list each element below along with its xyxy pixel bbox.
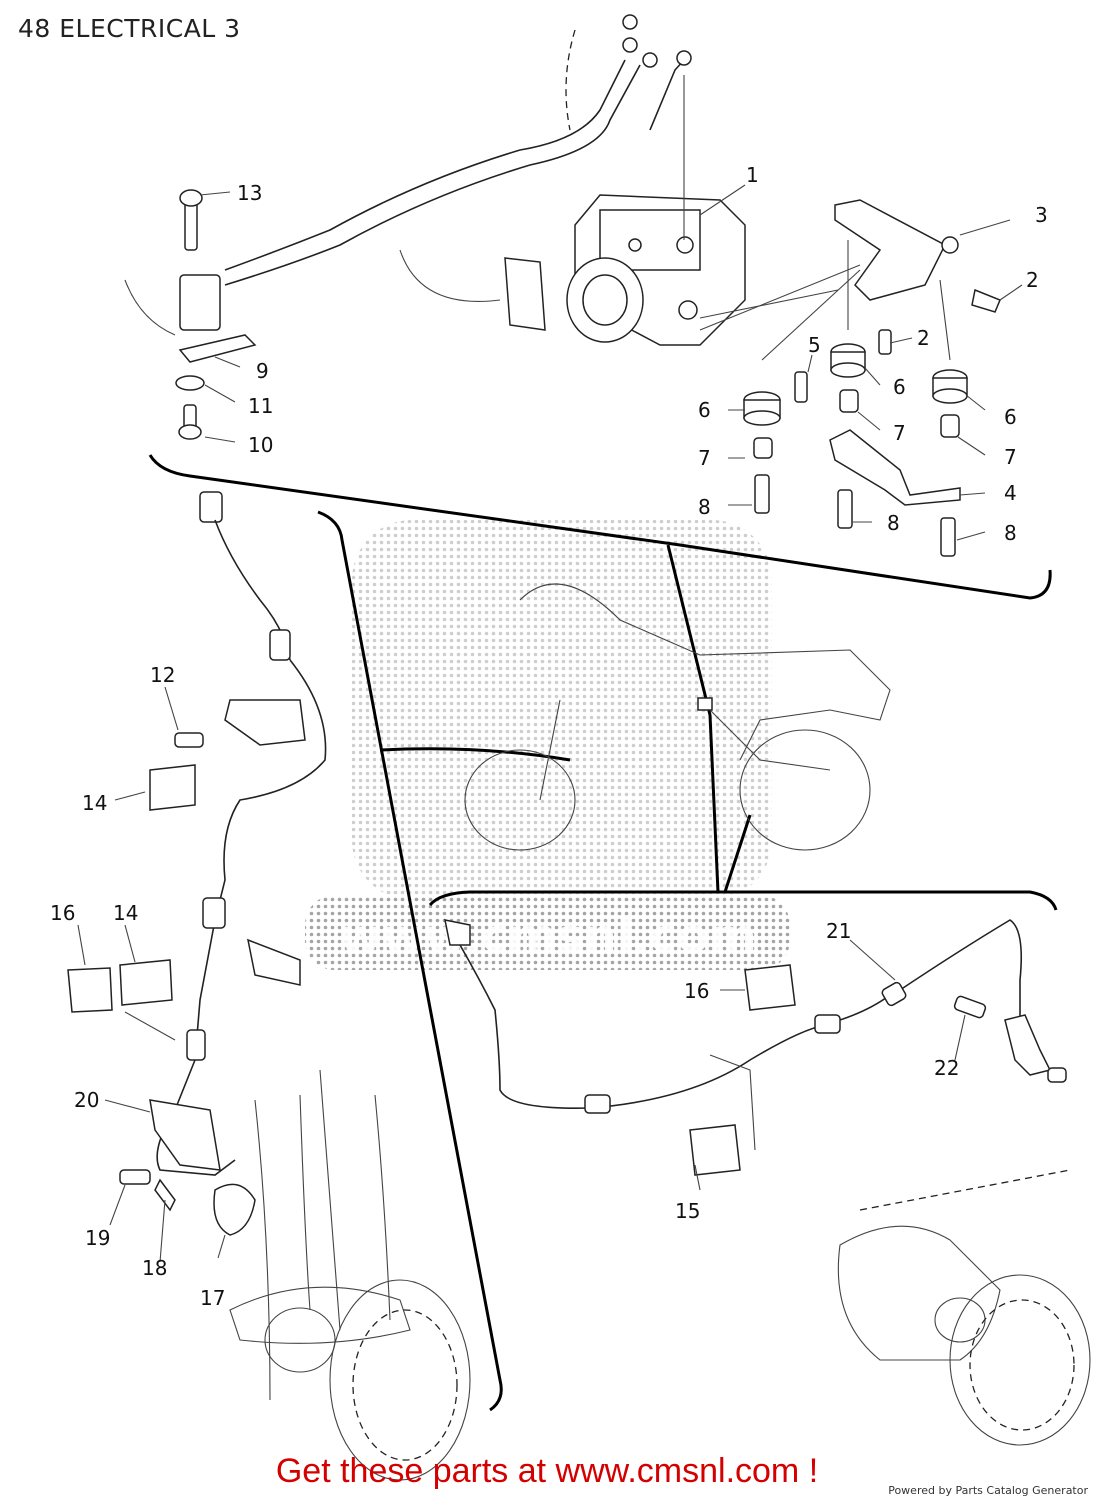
callout-16a: 16 [50, 901, 75, 925]
callout-18: 18 [142, 1256, 167, 1280]
front-wheel-sensor-lead [156, 491, 327, 1236]
callout-6a: 6 [698, 398, 711, 422]
callout-22: 22 [934, 1056, 959, 1080]
callout-13: 13 [237, 181, 262, 205]
callout-10: 10 [248, 433, 273, 457]
callout-19: 19 [85, 1226, 110, 1250]
callout-14b: 14 [113, 901, 138, 925]
watermark-logo: www.cmsnl.com [305, 520, 790, 970]
callout-2b: 2 [917, 326, 930, 350]
callout-7a: 7 [698, 446, 711, 470]
rear-caliper-disc [837, 1169, 1091, 1446]
callout-labels: 1 2 2 3 4 5 6 6 6 7 7 7 8 8 8 9 10 11 12… [50, 163, 1048, 1310]
brake-hoses [224, 14, 692, 286]
callout-7b: 7 [893, 421, 906, 445]
page-title: 48 ELECTRICAL 3 [18, 14, 241, 43]
callout-6c: 6 [1004, 405, 1017, 429]
callout-2a: 2 [1026, 268, 1039, 292]
callout-15: 15 [675, 1199, 700, 1223]
callout-9: 9 [256, 359, 269, 383]
section-dividers [317, 510, 1058, 1412]
callout-12: 12 [150, 663, 175, 687]
front-fork-disc [229, 1069, 471, 1481]
callout-8a: 8 [698, 495, 711, 519]
abs-bracket [699, 199, 1001, 331]
callout-8c: 8 [1004, 521, 1017, 545]
callout-7c: 7 [1004, 445, 1017, 469]
callout-6b: 6 [893, 375, 906, 399]
abs-hydraulic-unit [399, 75, 746, 346]
svg-text:www.cmsnl.com: www.cmsnl.com [339, 909, 756, 963]
lower-bracket [829, 429, 961, 506]
callout-4: 4 [1004, 481, 1017, 505]
powered-by: Powered by Parts Catalog Generator [888, 1484, 1088, 1497]
callout-11: 11 [248, 394, 273, 418]
promo-banner[interactable]: Get these parts at www.cmsnl.com ! [275, 1452, 819, 1490]
leader-lines [77, 184, 1023, 1263]
hose-clamp-cluster [124, 189, 257, 440]
motorcycle-index-silhouette [464, 583, 891, 851]
section-outline-top [148, 454, 1052, 600]
callout-17: 17 [200, 1286, 225, 1310]
sensor-brackets-left [67, 699, 306, 1212]
callout-3: 3 [1035, 203, 1048, 227]
rear-wheel-sensor-lead [444, 919, 1067, 1176]
callout-21: 21 [826, 919, 851, 943]
callout-16b: 16 [684, 979, 709, 1003]
mounting-hardware-right [743, 240, 968, 557]
callout-20: 20 [74, 1088, 99, 1112]
callout-14a: 14 [82, 791, 107, 815]
callout-1: 1 [746, 163, 759, 187]
callout-5: 5 [808, 333, 821, 357]
callout-8b: 8 [887, 511, 900, 535]
